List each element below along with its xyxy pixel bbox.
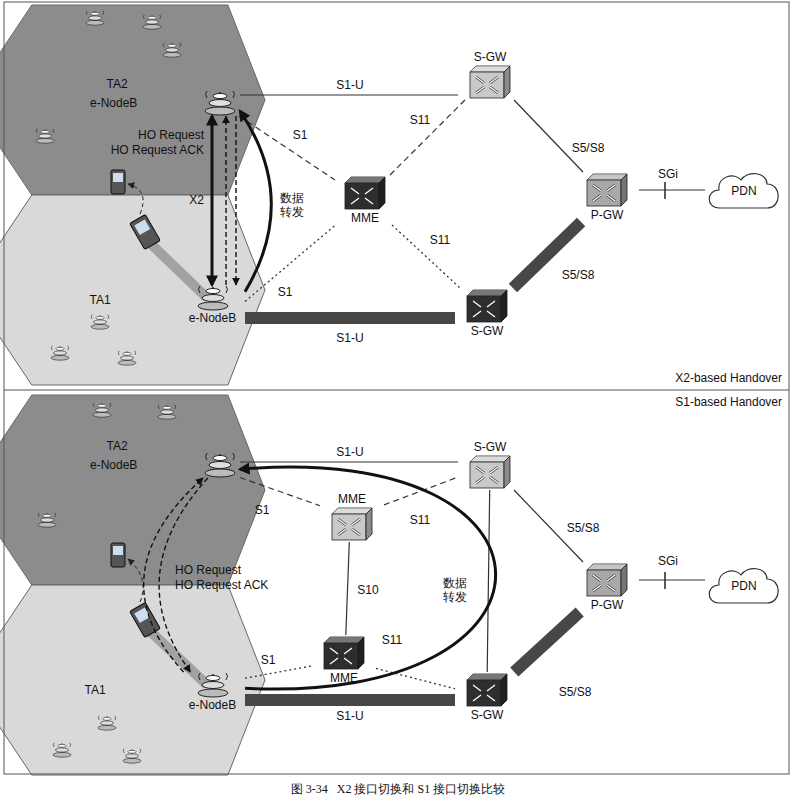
tracking-area: TA2 e-NodeB xyxy=(0,5,265,195)
interface-link xyxy=(639,579,705,580)
node-label: S-GW xyxy=(471,324,504,338)
interface-label: S5/S8 xyxy=(559,685,592,699)
node-label: P-GW xyxy=(591,598,624,612)
interface-link xyxy=(639,189,705,190)
node-label: S-GW xyxy=(474,440,507,454)
interface-label: 数据转发 xyxy=(278,191,306,219)
enodeb-node: e-NodeB xyxy=(180,672,245,712)
node-label: e-NodeB xyxy=(189,311,236,325)
interface-link xyxy=(245,694,455,706)
node-label: e-NodeB xyxy=(90,458,137,472)
interface-label: HO Request ACK xyxy=(175,578,268,592)
interface-link xyxy=(392,225,460,288)
router-icon xyxy=(468,64,512,100)
node-label: P-GW xyxy=(591,208,624,222)
node-label: e-NodeB xyxy=(189,698,236,712)
mme-node: MME xyxy=(335,175,395,225)
interface-link xyxy=(514,100,583,172)
node-label: MME xyxy=(351,211,379,225)
pdn-cloud: PDN xyxy=(705,168,783,214)
node-label: e-NodeB xyxy=(90,96,137,110)
interface-label: 数据转发 xyxy=(441,576,469,604)
interface-label: S1-U xyxy=(336,331,363,345)
interface-label: S1-U xyxy=(336,78,363,92)
panel-title: S1-based Handover xyxy=(675,395,782,409)
router-icon xyxy=(585,172,629,208)
interface-label: HO Request xyxy=(175,563,241,577)
router-icon xyxy=(465,288,509,324)
interface-link xyxy=(487,490,490,672)
hexagon-cell xyxy=(0,395,265,585)
node-label: MME xyxy=(338,492,366,506)
interface-label: S1 xyxy=(278,285,293,299)
antenna-icon xyxy=(200,452,240,478)
interface-label: S1 xyxy=(293,128,308,142)
router-icon xyxy=(322,635,366,671)
interface-label: HO Request ACK xyxy=(111,143,204,157)
tracking-area: TA2 e-NodeB xyxy=(0,395,265,585)
sgw-node: S-GW xyxy=(455,672,519,722)
interface-label: S5/S8 xyxy=(572,141,605,155)
figure-caption: 图 3-34 X2 接口切换和 S1 接口切换比较 xyxy=(291,782,505,796)
area-label: TA2 xyxy=(106,439,127,453)
hexagon-cell xyxy=(0,195,265,385)
router-icon xyxy=(330,506,374,542)
interface-label: HO Request xyxy=(138,128,204,142)
antenna-icon xyxy=(193,285,233,311)
pdn-cloud: PDN xyxy=(705,563,783,609)
node-label: PDN xyxy=(731,579,756,593)
hexagon-cell xyxy=(0,585,265,775)
interface-link xyxy=(390,100,465,175)
node-label: MME xyxy=(330,671,358,685)
area-label: TA2 xyxy=(106,77,127,91)
interface-link xyxy=(245,312,455,324)
interface-label: S1 xyxy=(255,503,270,517)
sgw-node: S-GW xyxy=(458,440,522,490)
tracking-area: TA1 e-NodeB xyxy=(0,195,265,385)
router-icon xyxy=(468,454,512,490)
antenna-icon xyxy=(193,672,233,698)
node-label: S-GW xyxy=(471,708,504,722)
enodeb-node: e-NodeB xyxy=(180,285,245,325)
interface-label: S11 xyxy=(410,113,430,127)
node-label: S-GW xyxy=(474,50,507,64)
router-icon xyxy=(465,672,509,708)
enodeb-node: e-NodeB xyxy=(90,452,240,478)
interface-label: SGi xyxy=(658,167,678,181)
interface-label: S5/S8 xyxy=(567,521,600,535)
pgw-node: P-GW xyxy=(575,172,639,222)
area-label: TA1 xyxy=(84,683,105,697)
router-icon xyxy=(585,562,629,598)
node-label: PDN xyxy=(731,184,756,198)
interface-label: SGi xyxy=(658,554,678,568)
interface-label: S5/S8 xyxy=(562,268,595,282)
interface-label: S1-U xyxy=(336,709,363,723)
interface-label: S11 xyxy=(382,633,402,647)
interface-link xyxy=(240,461,458,462)
pgw-node: P-GW xyxy=(575,562,639,612)
interface-link xyxy=(514,612,579,672)
sgw-node: S-GW xyxy=(458,50,522,100)
interface-link xyxy=(240,467,496,689)
mme-node: MME xyxy=(312,635,376,685)
interface-label: S1-U xyxy=(336,445,363,459)
router-icon xyxy=(343,175,387,211)
panel-title: X2-based Handover xyxy=(675,371,782,385)
enodeb-node: e-NodeB xyxy=(90,90,240,116)
mme-node: MME xyxy=(320,492,384,542)
interface-label: S11 xyxy=(410,513,430,527)
interface-link xyxy=(211,116,214,285)
tracking-area: TA1 e-NodeB xyxy=(0,585,265,775)
antenna-icon xyxy=(200,90,240,116)
interface-link xyxy=(376,668,455,688)
interface-label: S10 xyxy=(357,583,378,597)
interface-link xyxy=(346,542,350,635)
interface-link xyxy=(240,94,458,95)
interface-label: S11 xyxy=(430,233,450,247)
interface-label: S1 xyxy=(261,653,276,667)
sgw-node: S-GW xyxy=(455,288,519,338)
interface-label: X2 xyxy=(189,193,204,207)
area-label: TA1 xyxy=(89,293,110,307)
